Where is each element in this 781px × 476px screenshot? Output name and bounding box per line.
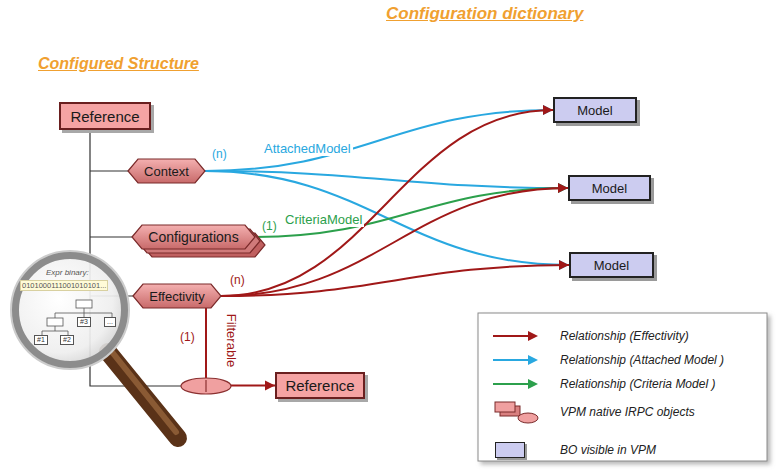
node-label: Reference bbox=[70, 108, 139, 125]
arrowhead bbox=[559, 260, 569, 270]
magnifier-handle bbox=[108, 352, 178, 438]
legend-arrowhead bbox=[528, 379, 538, 389]
tree-branch bbox=[90, 236, 134, 237]
tree-item: #1 bbox=[34, 335, 48, 345]
legend-swatch bbox=[495, 442, 525, 458]
connector bbox=[221, 188, 568, 296]
magnifier-handle-light bbox=[112, 352, 176, 432]
magnifier bbox=[11, 251, 178, 438]
arrowhead bbox=[558, 183, 568, 193]
legend-text: Relationship (Criteria Model ) bbox=[560, 377, 715, 391]
legend-text: VPM native IRPC objects bbox=[560, 405, 695, 419]
legend-samples bbox=[493, 331, 538, 423]
edge-label: CriteriaModel bbox=[283, 212, 364, 227]
node-label: Context bbox=[144, 164, 189, 179]
tree-branch bbox=[90, 170, 130, 171]
rectangle bbox=[570, 253, 653, 277]
connector bbox=[255, 188, 568, 237]
hexagon bbox=[128, 159, 205, 183]
mini-tree-box bbox=[76, 300, 92, 308]
cardinality: (1) bbox=[262, 219, 277, 233]
irpc-object: Effectivity bbox=[133, 284, 221, 308]
section-heading: Configured Structure bbox=[38, 55, 199, 73]
model-box: Model bbox=[568, 175, 651, 201]
legend-text: Relationship (Attached Model ) bbox=[560, 353, 724, 367]
rectangle bbox=[276, 373, 364, 398]
legend-shape bbox=[495, 402, 515, 412]
tree-item: #2 bbox=[60, 335, 74, 345]
node-label: Reference bbox=[285, 377, 354, 394]
irpc-object: Context bbox=[128, 159, 205, 183]
legend-line bbox=[493, 359, 530, 361]
model-box: Model bbox=[569, 252, 654, 278]
connector bbox=[221, 265, 569, 296]
node-label: Effectivity bbox=[149, 289, 204, 304]
connector bbox=[205, 171, 568, 188]
cardinality: (n) bbox=[230, 273, 245, 287]
reference-box: Reference bbox=[275, 372, 365, 399]
legend-arrowhead bbox=[528, 331, 538, 341]
cardinality: (n) bbox=[212, 147, 227, 161]
legend-line bbox=[493, 335, 530, 337]
legend-panel bbox=[478, 313, 767, 461]
arrowhead bbox=[559, 260, 569, 270]
arrowhead bbox=[543, 105, 553, 115]
hexagon bbox=[132, 225, 255, 249]
node-label: Model bbox=[592, 181, 627, 196]
reference-box: Reference bbox=[59, 102, 151, 130]
arrowhead bbox=[558, 183, 568, 193]
arrowhead bbox=[543, 105, 553, 115]
node-label: Model bbox=[577, 103, 612, 118]
node-label: Model bbox=[594, 258, 629, 273]
node-label: Configurations bbox=[148, 229, 238, 245]
expression-caption: Expr binary: bbox=[46, 268, 89, 277]
connector bbox=[221, 110, 553, 296]
magnifier-rim bbox=[11, 251, 129, 369]
model-box: Model bbox=[553, 97, 637, 123]
legend-shape bbox=[518, 413, 538, 423]
cardinality: (1) bbox=[180, 330, 195, 344]
edge-label: AttachedModel bbox=[262, 141, 353, 156]
arrowhead bbox=[558, 183, 568, 193]
legend-arrowhead bbox=[528, 355, 538, 365]
rectangle bbox=[554, 98, 636, 122]
legend-text: BO visible in VPM bbox=[560, 443, 656, 457]
diagram-title: Configuration dictionary bbox=[386, 4, 583, 24]
filter-oval bbox=[181, 378, 231, 394]
irpc-object: Configurations bbox=[132, 225, 255, 249]
mini-tree-lines bbox=[42, 308, 112, 336]
tree-item: #3 bbox=[77, 317, 91, 327]
legend-line bbox=[493, 383, 530, 385]
binary-string: 0101000111001010101... bbox=[20, 280, 108, 291]
tree-item: ... bbox=[104, 317, 116, 327]
magnifier-lens bbox=[15, 255, 125, 365]
legend-text: Relationship (Effectivity) bbox=[560, 329, 689, 343]
rectangle bbox=[569, 176, 650, 200]
mini-tree-box bbox=[47, 318, 63, 326]
rectangle bbox=[60, 103, 150, 129]
filter-oval-mark bbox=[205, 380, 206, 392]
arrowhead bbox=[265, 381, 275, 391]
connector bbox=[206, 308, 275, 386]
hexagon bbox=[133, 284, 221, 308]
edge-label: Filterable bbox=[225, 311, 240, 368]
